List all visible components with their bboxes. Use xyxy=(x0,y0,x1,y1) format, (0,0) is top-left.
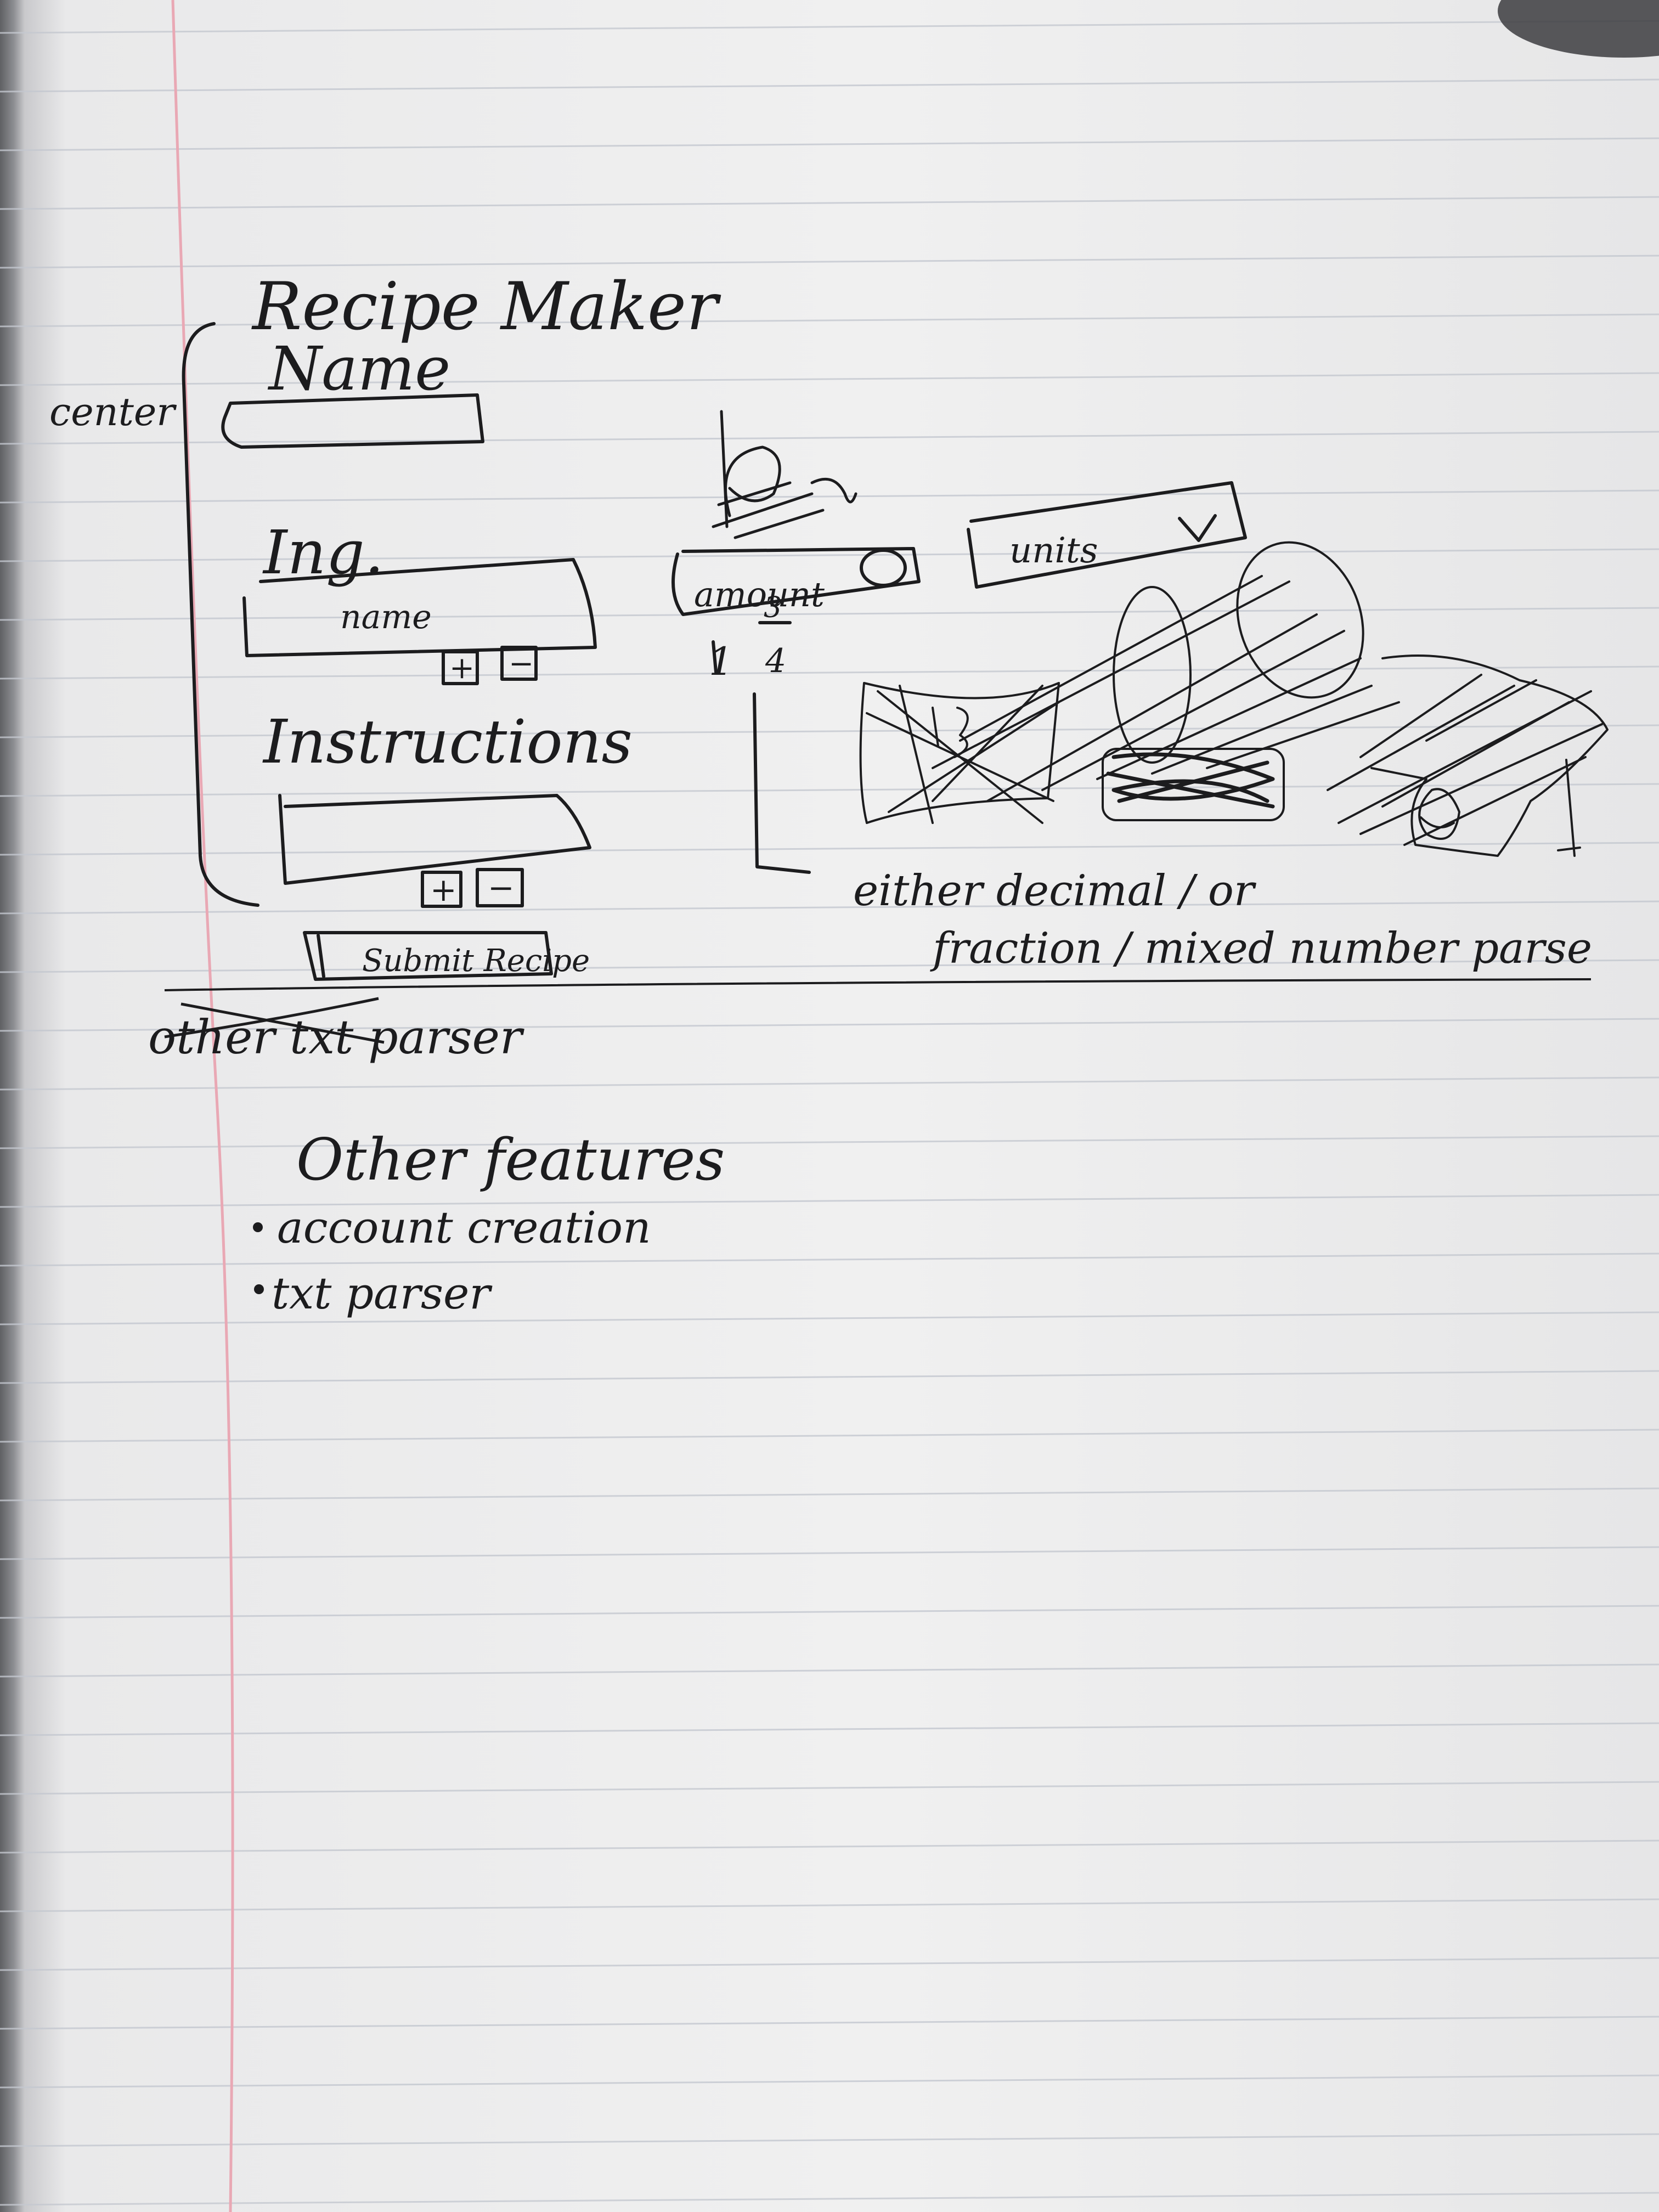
center-bracket xyxy=(182,322,259,907)
center-note: center xyxy=(49,390,177,435)
add-ingredient-button[interactable] xyxy=(442,650,479,685)
feature-txt-parser: txt parser xyxy=(272,1268,493,1319)
ingredient-name-input[interactable] xyxy=(242,558,597,657)
chevron-down-icon xyxy=(1178,514,1217,542)
remove-instruction-button[interactable] xyxy=(476,868,524,907)
rule-line xyxy=(0,783,1659,797)
recipe-name-input[interactable] xyxy=(221,393,484,449)
rule-line xyxy=(0,2016,1659,2030)
remove-ingredient-label: − xyxy=(509,646,534,681)
feature-bullet xyxy=(253,1222,263,1232)
feature-account-creation: account creation xyxy=(277,1202,651,1253)
units-dropdown[interactable] xyxy=(967,481,1247,589)
rule-line xyxy=(0,724,1659,738)
instructions-input[interactable] xyxy=(278,794,591,885)
remove-ingredient-button[interactable] xyxy=(500,646,538,681)
sketch-title: Recipe Maker xyxy=(251,269,721,345)
rule-line xyxy=(0,1487,1659,1502)
rule-line xyxy=(0,2074,1659,2089)
rule-line xyxy=(0,1722,1659,1736)
fraction-whole: 1 xyxy=(709,639,733,684)
rule-line xyxy=(0,1957,1659,1971)
ruled-lines xyxy=(0,20,1659,2206)
submit-recipe-label: Submit Recipe xyxy=(362,943,590,979)
rule-line xyxy=(0,313,1659,328)
scribbled-word xyxy=(712,410,857,539)
rule-line xyxy=(0,1898,1659,1912)
rule-line xyxy=(0,842,1659,856)
add-instruction-button[interactable] xyxy=(421,871,462,908)
amount-input[interactable] xyxy=(672,547,921,616)
ingredients-label: Ing. xyxy=(262,517,384,588)
units-label: units xyxy=(1009,531,1098,571)
rule-line xyxy=(0,431,1659,445)
feature-bullet xyxy=(254,1284,264,1294)
rule-line xyxy=(0,1311,1659,1325)
struck-note: other txt parser xyxy=(148,1011,524,1065)
section-divider xyxy=(164,978,1592,991)
rule-line xyxy=(0,1429,1659,1443)
rule-line xyxy=(0,1370,1659,1384)
add-instruction-label: + xyxy=(430,871,457,909)
rule-line xyxy=(0,607,1659,621)
rule-line xyxy=(0,1076,1659,1091)
rule-line xyxy=(0,959,1659,973)
remove-instruction-label: − xyxy=(488,869,515,906)
rule-line xyxy=(0,196,1659,210)
rule-line xyxy=(0,255,1659,269)
rule-line xyxy=(0,1663,1659,1678)
rule-line xyxy=(0,1839,1659,1854)
add-ingredient-label: + xyxy=(449,650,475,685)
rule-line xyxy=(0,489,1659,504)
strike-line xyxy=(164,997,385,1044)
rule-line xyxy=(0,900,1659,915)
fraction-denominator: 4 xyxy=(765,642,786,680)
rule-line xyxy=(0,78,1659,93)
shadow-corner xyxy=(1498,0,1659,58)
submit-recipe-button[interactable] xyxy=(303,931,553,981)
margin-line xyxy=(171,0,234,2212)
rule-line xyxy=(0,1605,1659,1619)
parse-note-line2: fraction / mixed number parse xyxy=(930,924,1592,973)
rule-line xyxy=(0,1194,1659,1208)
rule-line xyxy=(0,20,1659,34)
scribbled-area xyxy=(859,541,1609,857)
rule-line xyxy=(0,1135,1659,1149)
instructions-label: Instructions xyxy=(262,707,633,777)
rule-line xyxy=(0,372,1659,386)
recipe-sketch xyxy=(182,322,1609,981)
name-label: Name xyxy=(267,334,450,404)
rule-line xyxy=(0,2133,1659,2147)
rule-line xyxy=(0,1018,1659,1032)
parse-note-line1: either decimal / or xyxy=(853,866,1257,916)
rule-line xyxy=(0,1781,1659,1795)
ingredient-name-placeholder: name xyxy=(340,598,432,636)
rule-line xyxy=(0,1252,1659,1267)
rule-line xyxy=(0,1546,1659,1560)
rule-line xyxy=(0,665,1659,680)
rule-line xyxy=(0,2192,1659,2206)
other-features-heading: Other features xyxy=(296,1126,725,1193)
rule-line xyxy=(0,137,1659,151)
fraction-numerator: 3 xyxy=(764,591,782,624)
amount-label: amount xyxy=(694,574,825,614)
rule-line xyxy=(0,548,1659,562)
